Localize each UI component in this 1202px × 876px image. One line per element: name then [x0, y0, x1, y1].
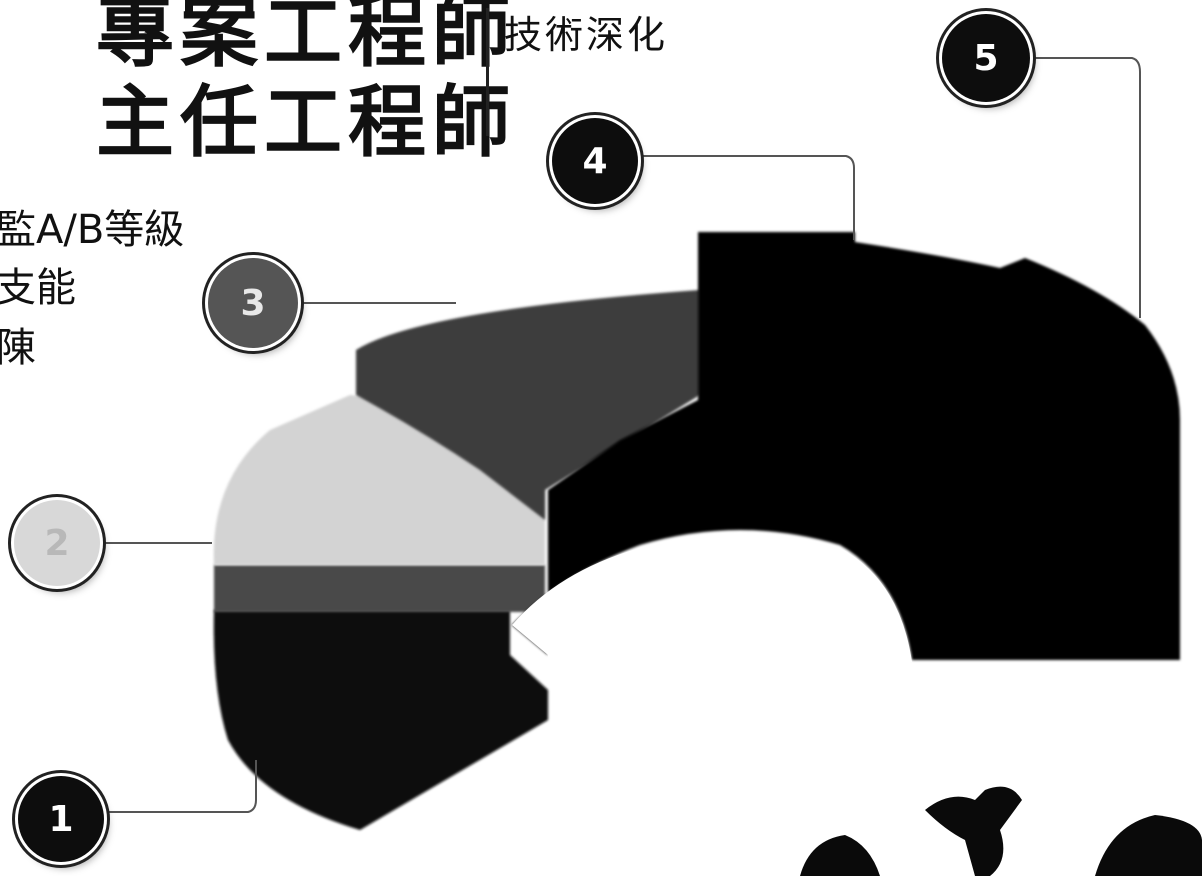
- arc-segment-3: [356, 290, 700, 520]
- connector-line-5: [1030, 57, 1141, 318]
- step-badge-2: 2: [14, 500, 100, 586]
- connector-line-1: [104, 760, 257, 813]
- decor-blob-left: [800, 835, 880, 876]
- arc-segment-4-5: [512, 232, 1180, 660]
- title-line-2: 主任工程師: [96, 78, 517, 168]
- side-text-line-2: 支能: [0, 265, 76, 311]
- step-badge-3: 3: [208, 258, 298, 348]
- decor-blob-right: [1095, 815, 1202, 876]
- connector-line-4: [638, 155, 855, 240]
- arc-segment-1-top: [214, 565, 545, 612]
- step-badge-5: 5: [942, 14, 1030, 102]
- arc-segment-1: [213, 610, 548, 830]
- step-badge-1: 1: [18, 776, 104, 862]
- step-badge-4: 4: [552, 118, 638, 204]
- title-line-1: 專案工程師: [96, 0, 517, 78]
- side-text-line-3: 陳: [0, 325, 36, 371]
- arc-inner-hole: [512, 534, 912, 662]
- subtitle: 技術深化: [504, 13, 669, 57]
- side-text-line-1: 監A/B等級: [0, 207, 185, 253]
- title-divider: [486, 8, 489, 136]
- decor-blob-small: [925, 786, 1022, 876]
